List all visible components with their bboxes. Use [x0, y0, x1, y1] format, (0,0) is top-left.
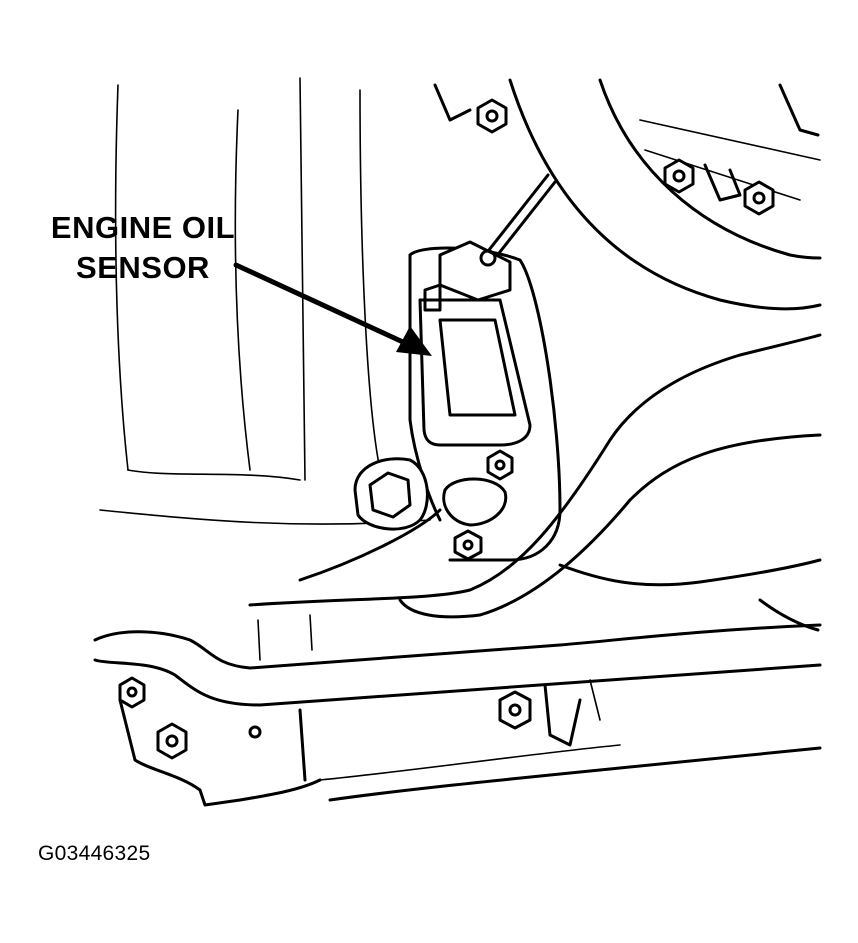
engine-block-outline: [99, 77, 431, 525]
upper-clip: [433, 83, 472, 122]
callout-line-1: ENGINE OIL: [50, 210, 236, 245]
sensor-wire-2: [490, 180, 557, 264]
sensor-wire: [483, 173, 550, 257]
lower-housing: [319, 598, 822, 802]
oil-drain-plug: [353, 457, 429, 531]
upper-right-clip: [778, 83, 820, 137]
engine-oil-sensor: [418, 240, 532, 447]
lower-right-bolt: [498, 690, 532, 730]
upper-bolt: [476, 98, 508, 134]
drain-hole: [442, 477, 508, 527]
flywheel-housing: [508, 78, 822, 311]
sensor-bolt-top: [486, 449, 514, 481]
callout-line-2: SENSOR: [76, 250, 210, 285]
lower-mid-bolt: [156, 722, 188, 760]
callout-label: ENGINE OIL SENSOR: [18, 208, 268, 288]
cross-member: [248, 333, 822, 619]
subframe-bar: [93, 614, 822, 707]
lower-bracket: [118, 698, 322, 807]
callout-arrow: [233, 262, 432, 356]
lower-left-bolt: [118, 676, 146, 709]
upper-right-bolt-2: [743, 180, 775, 216]
upper-bracket: [703, 163, 742, 202]
upper-right-bolt-1: [663, 158, 695, 194]
figure-id: G03446325: [38, 842, 151, 865]
sensor-bolt-bottom: [453, 529, 483, 561]
